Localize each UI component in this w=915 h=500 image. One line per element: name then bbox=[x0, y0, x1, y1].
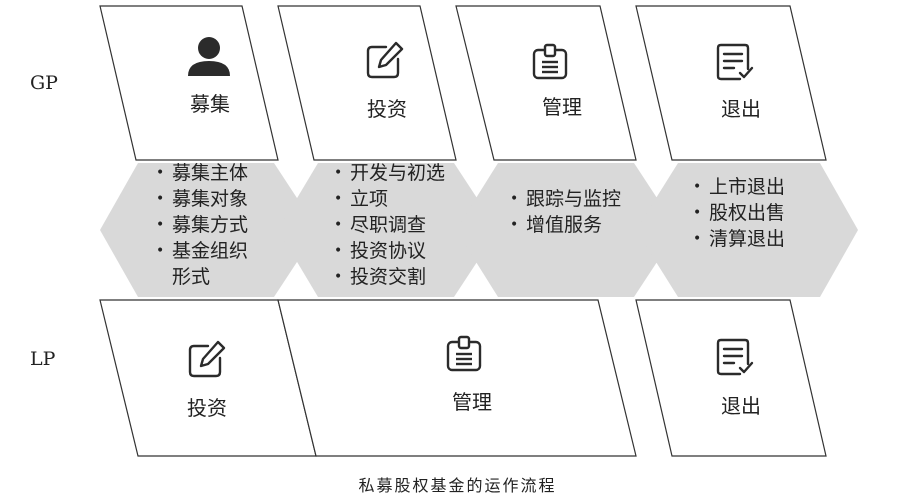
list-item-continuation: 形式 bbox=[156, 264, 248, 290]
lp-stage-label: 退出 bbox=[721, 394, 761, 418]
list-item: 清算退出 bbox=[693, 226, 785, 252]
edit-icon bbox=[366, 41, 404, 79]
detail-list-fundraising: 募集主体 募集对象 募集方式 基金组织 形式 bbox=[156, 160, 248, 290]
detail-list-exit: 上市退出 股权出售 清算退出 bbox=[693, 174, 785, 252]
list-item: 立项 bbox=[334, 186, 445, 212]
gp-stage-box bbox=[99, 5, 279, 161]
lp-row-label: LP bbox=[30, 348, 56, 370]
gp-stage-label: 退出 bbox=[721, 97, 761, 121]
id-badge-icon bbox=[532, 43, 568, 80]
detail-list-investment: 开发与初选 立项 尽职调查 投资协议 投资交割 bbox=[334, 160, 445, 290]
lp-stage-label: 管理 bbox=[452, 390, 492, 414]
list-item: 开发与初选 bbox=[334, 160, 445, 186]
id-badge-icon bbox=[446, 335, 482, 372]
list-item: 投资协议 bbox=[334, 238, 445, 264]
document-check-icon bbox=[716, 43, 754, 81]
edit-icon bbox=[188, 340, 226, 378]
lp-stage-box bbox=[635, 299, 827, 457]
list-item: 募集主体 bbox=[156, 160, 248, 186]
gp-stage-label: 募集 bbox=[190, 92, 230, 116]
gp-stage-box bbox=[635, 5, 827, 161]
list-item: 上市退出 bbox=[693, 174, 785, 200]
list-item: 投资交割 bbox=[334, 264, 445, 290]
list-item: 募集对象 bbox=[156, 186, 248, 212]
document-check-icon bbox=[716, 338, 754, 376]
gp-stage-label: 管理 bbox=[542, 95, 582, 119]
list-item: 募集方式 bbox=[156, 212, 248, 238]
list-item: 尽职调查 bbox=[334, 212, 445, 238]
gp-stage-box bbox=[455, 5, 637, 161]
detail-list-management: 跟踪与监控 增值服务 bbox=[510, 186, 621, 238]
list-item: 基金组织 bbox=[156, 238, 248, 264]
person-icon bbox=[188, 37, 230, 76]
lp-stage-box bbox=[277, 299, 637, 457]
figure-caption: 私募股权基金的运作流程 bbox=[358, 476, 557, 495]
list-item: 跟踪与监控 bbox=[510, 186, 621, 212]
gp-row-label: GP bbox=[30, 72, 58, 94]
gp-stage-label: 投资 bbox=[367, 97, 407, 121]
list-item-text: 形式 bbox=[172, 266, 211, 288]
list-item: 股权出售 bbox=[693, 200, 785, 226]
lp-stage-label: 投资 bbox=[187, 396, 227, 420]
gp-stage-box bbox=[277, 5, 457, 161]
list-item: 增值服务 bbox=[510, 212, 621, 238]
